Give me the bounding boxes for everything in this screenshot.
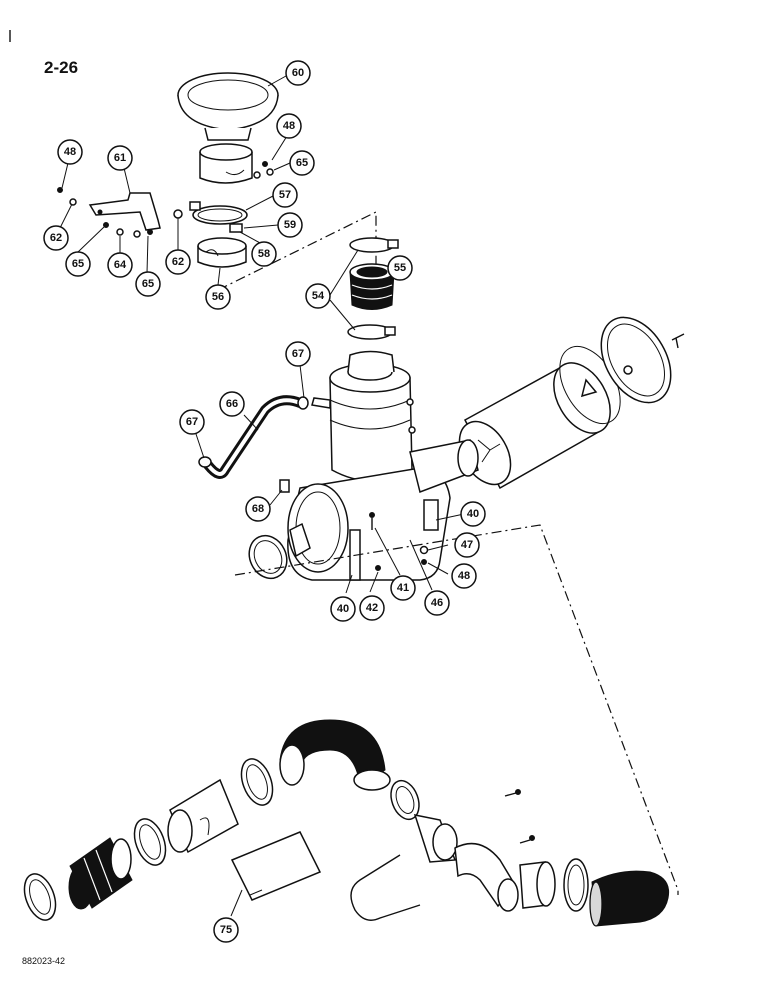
callout-label: 48 xyxy=(64,146,76,158)
callout-label: 40 xyxy=(337,603,349,615)
callout: 62 xyxy=(165,249,191,275)
callout: 46 xyxy=(424,590,450,616)
small-hardware xyxy=(57,161,274,238)
precleaner-cap xyxy=(177,72,279,141)
callout: 60 xyxy=(285,60,311,86)
rubber-adapter-55 xyxy=(349,263,395,310)
callout-label: 65 xyxy=(296,157,308,169)
clamp-57 xyxy=(192,205,248,233)
callout: 75 xyxy=(213,917,239,943)
clamp-right-upper xyxy=(390,779,420,821)
callout-label: 68 xyxy=(252,503,264,515)
short-tube xyxy=(519,861,556,909)
callout: 55 xyxy=(387,255,413,281)
callout: 48 xyxy=(451,563,477,589)
callout: 40 xyxy=(330,596,356,622)
callout: 67 xyxy=(179,409,205,435)
callout: 47 xyxy=(454,532,480,558)
callout-label: 47 xyxy=(461,539,473,551)
tube-sleeve-left xyxy=(167,778,239,854)
callout: 68 xyxy=(245,496,271,522)
bottom-hardware xyxy=(504,789,535,844)
heat-shield-75 xyxy=(230,831,322,901)
figure-code: 882023-42 xyxy=(22,956,66,966)
callout: 61 xyxy=(107,145,133,171)
callout-label: 67 xyxy=(292,348,304,360)
clamp-left-mid xyxy=(133,818,167,866)
clamp-54-bottom xyxy=(347,324,396,340)
callout-label: 46 xyxy=(431,597,443,609)
callout: 59 xyxy=(277,212,303,238)
callout-label: 54 xyxy=(312,290,325,302)
callout: 65 xyxy=(65,251,91,277)
clamp-left-upper xyxy=(240,758,274,806)
dark-hose-end xyxy=(589,870,670,927)
callout-label: 59 xyxy=(284,219,296,231)
main-dash-line xyxy=(234,524,679,895)
curved-pipe xyxy=(454,842,519,912)
u-bolt xyxy=(350,854,421,921)
elbow-hose xyxy=(279,719,391,791)
callout: 48 xyxy=(276,113,302,139)
callout: 58 xyxy=(251,241,277,267)
clamp-54-top xyxy=(349,237,399,253)
end-cover xyxy=(600,316,685,404)
page-number: 2-26 xyxy=(44,58,79,77)
callout-label: 66 xyxy=(226,398,238,410)
lower-tube-56 xyxy=(197,237,247,268)
callout: 54 xyxy=(305,283,331,309)
air-cleaner-body xyxy=(287,350,479,581)
callout-label: 57 xyxy=(279,189,291,201)
clamp-right-lower xyxy=(563,858,589,912)
callout: 41 xyxy=(390,575,416,601)
clamp-far-left xyxy=(23,873,57,921)
callout-label: 60 xyxy=(292,67,304,79)
callout: 57 xyxy=(272,182,298,208)
callout-label: 40 xyxy=(467,508,479,520)
callout-label: 56 xyxy=(212,291,224,303)
callout-label: 62 xyxy=(172,256,184,268)
callout-label: 75 xyxy=(220,924,232,936)
callout: 66 xyxy=(219,391,245,417)
callout: 64 xyxy=(107,252,133,278)
callout: 56 xyxy=(205,284,231,310)
tube-sleeve-right xyxy=(413,814,458,863)
callout: 40 xyxy=(460,501,486,527)
callout: 62 xyxy=(43,225,69,251)
callout: 65 xyxy=(135,271,161,297)
callout: 65 xyxy=(289,150,315,176)
callout-label: 64 xyxy=(114,259,127,271)
mounting-bracket-61 xyxy=(88,192,161,231)
callout-label: 65 xyxy=(142,278,154,290)
callouts: 60 48 65 61 57 59 62 64 65 62 58 56 48 6… xyxy=(43,60,486,943)
callout-label: 48 xyxy=(283,120,295,132)
callout: 48 xyxy=(57,139,83,165)
clamp-inlet xyxy=(248,534,288,580)
callout-label: 65 xyxy=(72,258,84,270)
inlet-tube xyxy=(199,143,253,184)
callout-label: 41 xyxy=(397,582,409,594)
callout-label: 67 xyxy=(186,416,198,428)
callout: 42 xyxy=(359,595,385,621)
callout-label: 62 xyxy=(50,232,62,244)
air-hose-66 xyxy=(198,395,331,479)
callout: 67 xyxy=(285,341,311,367)
callout-label: 58 xyxy=(258,248,270,260)
bellows-boot xyxy=(68,837,133,910)
callout-label: 42 xyxy=(366,602,378,614)
callout-label: 61 xyxy=(114,152,126,164)
mid-hardware xyxy=(279,398,429,571)
callout-label: 55 xyxy=(394,262,406,274)
callout-label: 48 xyxy=(458,570,470,582)
